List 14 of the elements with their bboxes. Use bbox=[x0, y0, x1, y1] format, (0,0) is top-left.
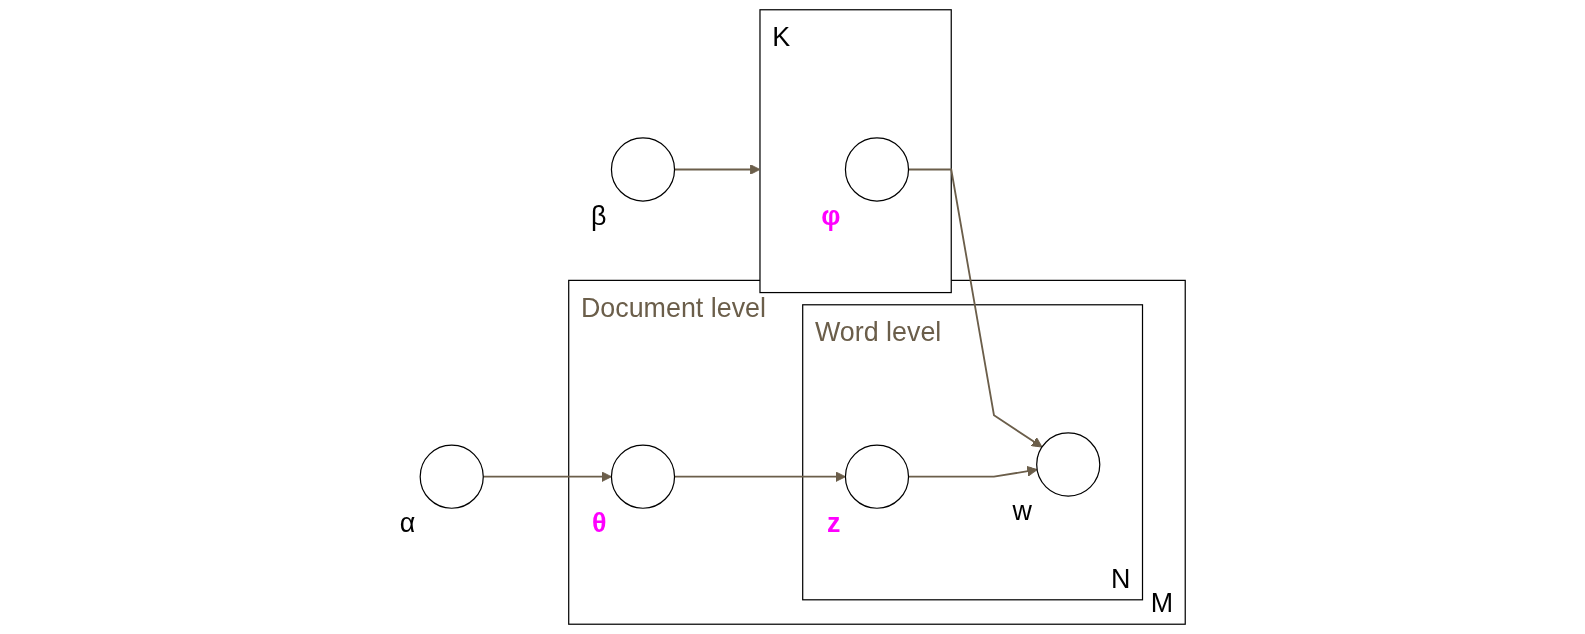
node-circle bbox=[610, 137, 676, 202]
node-caption: φ bbox=[821, 201, 841, 231]
plate-label: M bbox=[1150, 588, 1173, 618]
node-circle bbox=[610, 444, 676, 509]
node-circle bbox=[844, 137, 910, 202]
node-circle bbox=[844, 444, 910, 509]
node-caption: β bbox=[591, 201, 607, 231]
plate-label: N bbox=[1110, 563, 1131, 594]
node-circle bbox=[1036, 432, 1101, 497]
node-caption: w bbox=[1012, 496, 1032, 527]
node-caption: α bbox=[399, 508, 416, 539]
node-circle bbox=[419, 444, 484, 509]
node-caption: θ bbox=[592, 508, 607, 539]
node-caption: z bbox=[827, 508, 841, 539]
